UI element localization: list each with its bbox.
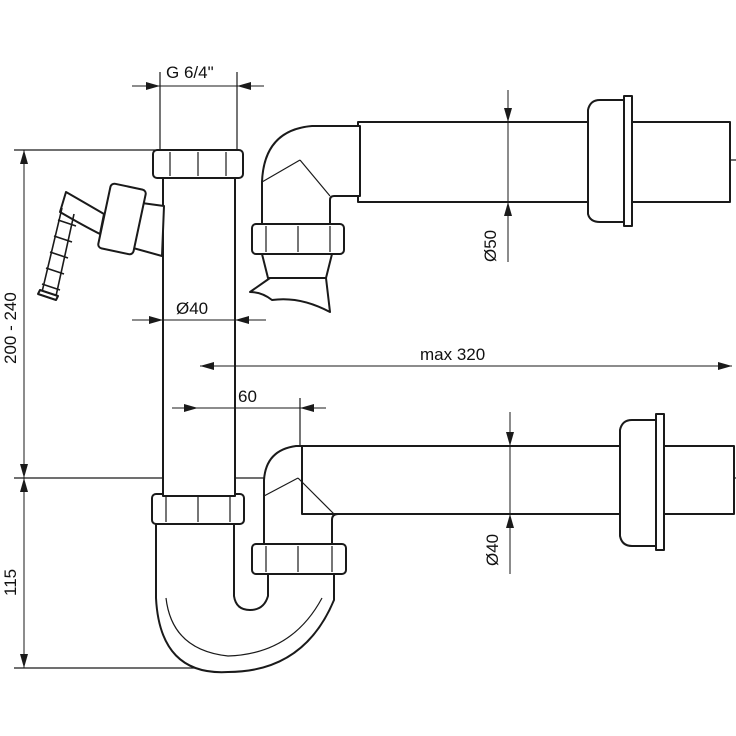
dim-thread-label: G 6/4" xyxy=(166,63,214,82)
dim-lower-tube-label: Ø40 xyxy=(483,534,502,566)
upper-rosette-flange xyxy=(623,95,633,227)
hose-barb-tip xyxy=(37,289,59,301)
trap-bend xyxy=(155,523,335,674)
upper-elbow xyxy=(261,125,361,233)
vertical-tube xyxy=(162,175,236,497)
lower-rosette-flange xyxy=(655,413,665,551)
upper-wall-pipe xyxy=(631,121,731,203)
upper-outlet-assembly xyxy=(249,95,731,313)
hose-connector-elbow xyxy=(59,191,105,235)
dim-offset-label: 60 xyxy=(238,387,257,406)
dim-vertical-tube-label: Ø40 xyxy=(176,299,208,318)
dim-upper-tube-label: Ø50 xyxy=(481,230,500,262)
trap-right-union-nut xyxy=(251,543,347,575)
dim-height-range-label: 200 - 240 xyxy=(1,292,20,364)
lower-outlet-assembly xyxy=(263,413,735,553)
upper-horizontal-tube xyxy=(357,121,599,203)
lower-wall-pipe xyxy=(663,445,735,515)
vertical-standpipe xyxy=(37,149,244,497)
upper-reducer xyxy=(261,253,333,279)
u-trap xyxy=(151,493,347,674)
dim-trap-depth-label: 115 xyxy=(1,569,20,596)
dim-reach-label: max 320 xyxy=(420,345,485,364)
lower-horizontal-tube xyxy=(299,445,623,515)
upper-cut-pipe xyxy=(249,277,331,313)
dimension-lines xyxy=(20,82,732,668)
